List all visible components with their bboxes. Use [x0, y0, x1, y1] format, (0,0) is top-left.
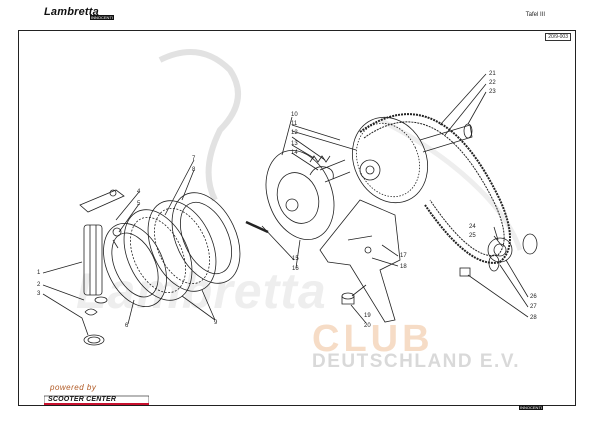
callout-28: 28: [530, 315, 537, 321]
innocenti-tag: INNOCENTI: [90, 15, 114, 20]
callout-13: 13: [291, 141, 298, 147]
callout-16: 16: [292, 266, 299, 272]
callout-22: 22: [489, 80, 496, 86]
lambretta-logo: Lambretta: [44, 6, 99, 18]
callout-21: 21: [489, 71, 496, 77]
callout-7: 7: [192, 156, 196, 162]
callout-1: 1: [37, 270, 41, 276]
callout-15: 15: [292, 256, 299, 262]
callout-4: 4: [137, 189, 141, 195]
innocenti-corner-logo: INNOCENTI: [519, 405, 543, 410]
callout-6: 6: [125, 323, 129, 329]
callout-5: 5: [137, 201, 141, 207]
callout-27: 27: [530, 304, 537, 310]
callout-17: 17: [400, 253, 407, 259]
callout-20: 20: [364, 323, 371, 329]
callout-12: 12: [291, 130, 298, 136]
callout-10: 10: [291, 112, 298, 118]
powered-by-label: powered by: [50, 383, 97, 392]
drawing-frame: [18, 30, 576, 406]
callout-3: 3: [37, 291, 41, 297]
scooter-center-text: SCOOTER CENTER: [48, 396, 117, 403]
scooter-center-logo: [44, 395, 149, 406]
drawing-code: 20/9-003: [545, 33, 571, 41]
callout-24: 24: [469, 224, 476, 230]
callout-18: 18: [400, 264, 407, 270]
callout-2: 2: [37, 282, 41, 288]
callout-8: 8: [192, 167, 196, 173]
callout-23: 23: [489, 89, 496, 95]
callout-26: 26: [530, 294, 537, 300]
callout-14: 14: [291, 150, 298, 156]
callout-9: 9: [214, 320, 218, 326]
callout-25: 25: [469, 233, 476, 239]
watermark-club: CLUB: [312, 318, 434, 360]
plate-label: Tafel III: [525, 12, 545, 18]
watermark-deutschland: DEUTSCHLAND E.V.: [312, 351, 521, 372]
callout-11: 11: [291, 121, 298, 127]
callout-19: 19: [364, 313, 371, 319]
